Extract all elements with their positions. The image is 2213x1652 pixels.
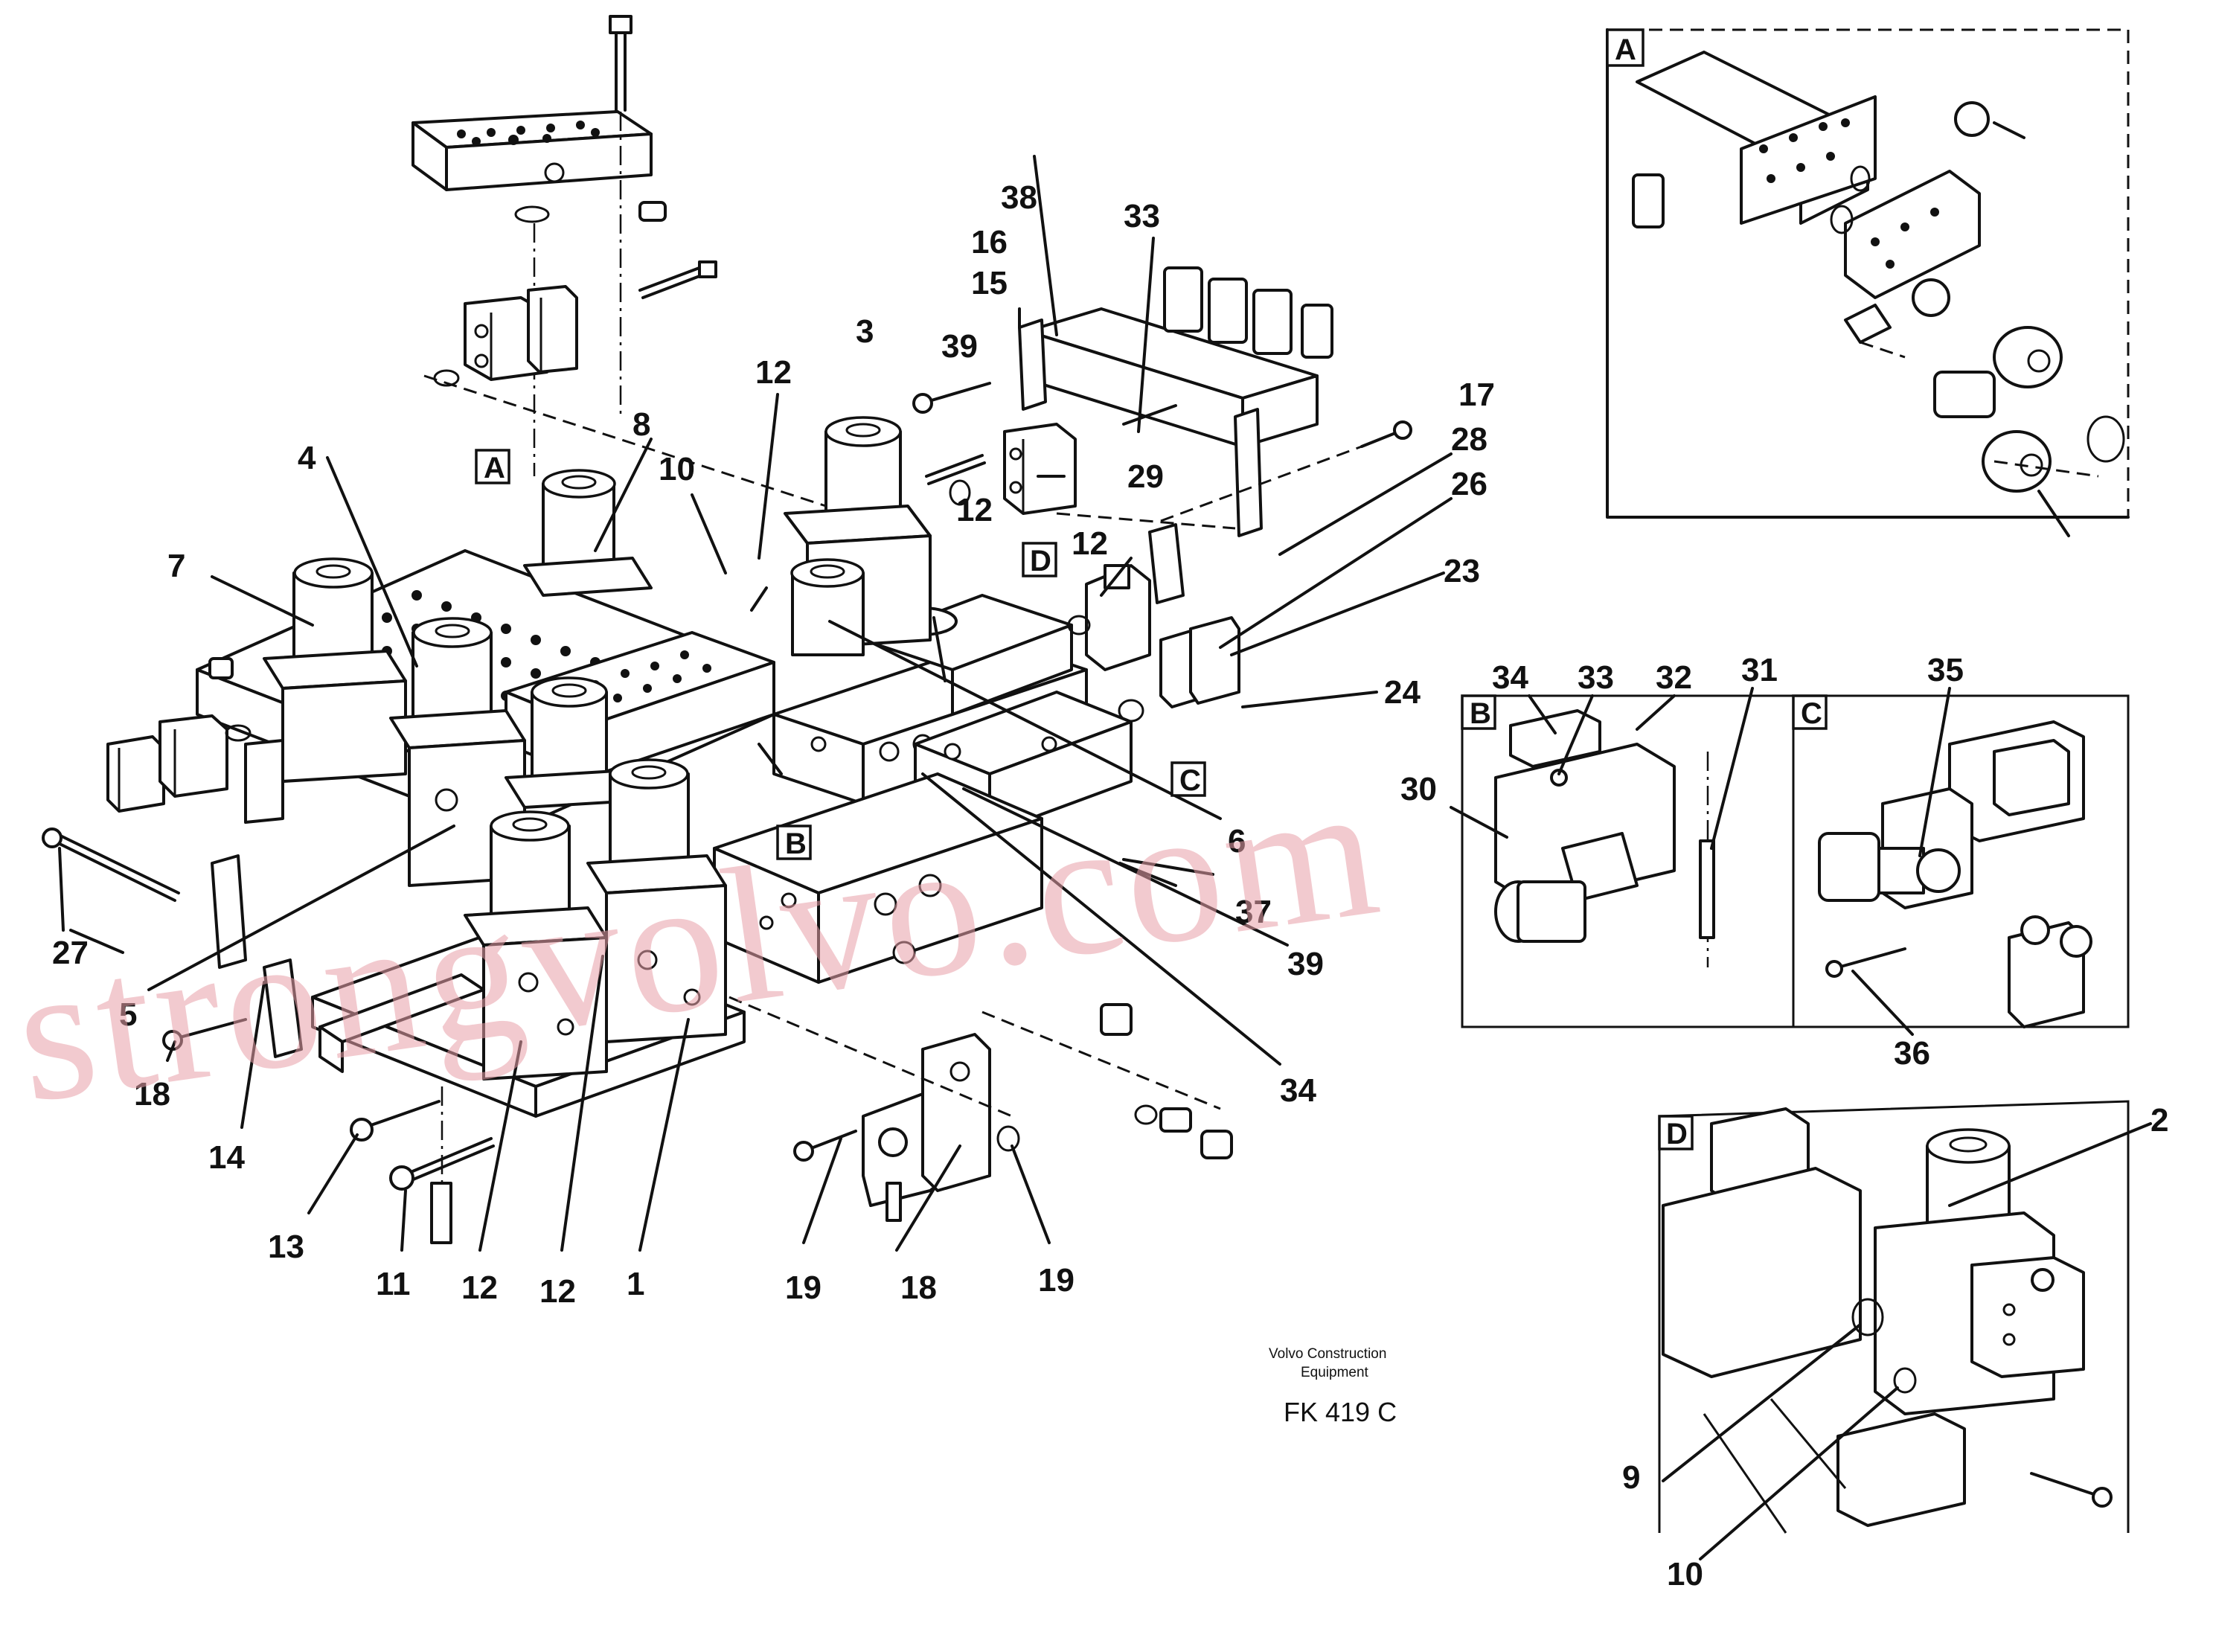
callout-26: 27	[52, 935, 89, 971]
callout-numbers-d: 2 9 10	[1622, 1102, 2168, 1592]
callout-5: 5	[119, 996, 137, 1033]
callout-2: 2	[2150, 1102, 2168, 1139]
view-ref-A: A	[475, 449, 510, 484]
callout-32: 32	[1656, 659, 1692, 696]
view-ref-D-label: D	[1030, 545, 1051, 577]
callout-19b: 18	[134, 1076, 170, 1112]
view-ref-D: D	[1022, 542, 1057, 577]
callout-10-d: 10	[1667, 1556, 1703, 1592]
small-adapter-blocks	[423, 260, 827, 508]
view-ref-B: B	[776, 825, 812, 860]
callout-34-bc: 34	[1492, 659, 1528, 696]
detail-box-D-label: D	[1666, 1118, 1688, 1150]
callout-20: 18	[900, 1270, 937, 1306]
callout-12c: 12	[1072, 525, 1108, 562]
detail-box-A-label: A	[1615, 33, 1636, 66]
watermark: strongvolvo.com	[4, 740, 1394, 1144]
callout-11: 11	[376, 1266, 411, 1302]
callout-14: 12	[539, 1273, 576, 1310]
solenoid-1	[586, 758, 727, 1043]
callout-35: 35	[1927, 652, 1964, 688]
callout-6: 6	[1228, 823, 1246, 859]
callout-22: 19	[785, 1270, 822, 1306]
callout-3: 3	[856, 313, 874, 350]
callout-36: 36	[1894, 1035, 1930, 1072]
solenoid-8	[523, 469, 653, 597]
left-small-parts	[42, 714, 495, 1244]
bottom-parts	[728, 862, 1233, 1222]
callout-34: 37	[1235, 894, 1272, 930]
detail-box-D: D	[1658, 1100, 2130, 1534]
callout-16: 14	[208, 1139, 245, 1176]
callout-12b: 12	[956, 492, 993, 528]
callout-31: 31	[1741, 652, 1778, 688]
callout-7: 7	[167, 548, 185, 584]
figure-code: FK 419 C	[1284, 1397, 1397, 1427]
callout-33-bc: 33	[1578, 659, 1614, 696]
callout-24: 24	[1384, 674, 1421, 711]
detail-box-C-label: C	[1801, 697, 1822, 730]
callout-8: 8	[632, 406, 650, 443]
solenoid-valves	[244, 416, 932, 1080]
callout-12a: 12	[755, 354, 792, 391]
callout-numbers-bc: 30 31 32 33 34 35 36	[1400, 652, 1964, 1072]
callout-1: 1	[627, 1266, 644, 1302]
detail-box-BC: B C	[1461, 694, 2130, 1028]
callout-15: 13	[268, 1229, 304, 1265]
callout-17: 15	[971, 265, 1008, 301]
view-ref-C: C	[1170, 761, 1206, 797]
callout-18: 16	[971, 224, 1008, 260]
view-ref-C-label: C	[1179, 764, 1201, 797]
callout-13: 12	[461, 1270, 498, 1306]
callout-numbers-main: 3 8 10 12 12 12 4 7 39 38 16 15 33 29 17…	[52, 179, 1495, 1310]
callout-4: 4	[298, 440, 316, 476]
view-ref-B-label: B	[785, 827, 807, 860]
callout-19a: 17	[1458, 377, 1495, 413]
caption-company-line2: Equipment	[1301, 1365, 1369, 1380]
callout-25: 26	[1451, 466, 1487, 502]
callout-29: 33	[1124, 198, 1160, 234]
callout-21: 19	[1038, 1262, 1075, 1299]
solenoid-6	[790, 558, 865, 656]
detail-box-A: A	[1606, 28, 2130, 537]
callout-23: 23	[1444, 553, 1480, 589]
callout-27: 28	[1451, 421, 1487, 458]
callout-9: 9	[1622, 1459, 1640, 1496]
solenoid-13	[464, 810, 608, 1080]
upper-right-solenoid-bank	[912, 266, 1333, 537]
callout-10: 10	[659, 451, 695, 487]
caption-company-line1: Volvo Construction	[1269, 1346, 1386, 1362]
callout-38: 38	[1001, 179, 1037, 216]
callout-37: 39	[1287, 946, 1324, 982]
leader-lines	[58, 155, 1453, 1252]
view-ref-A-label: A	[484, 452, 505, 484]
callout-30: 30	[1400, 771, 1437, 807]
solenoid-7	[244, 557, 407, 824]
top-cover-plate	[411, 15, 667, 476]
callout-33: 34	[1280, 1072, 1316, 1109]
detail-box-B-label: B	[1470, 697, 1491, 730]
callout-39: 39	[941, 328, 978, 365]
callout-28: 29	[1127, 458, 1164, 495]
